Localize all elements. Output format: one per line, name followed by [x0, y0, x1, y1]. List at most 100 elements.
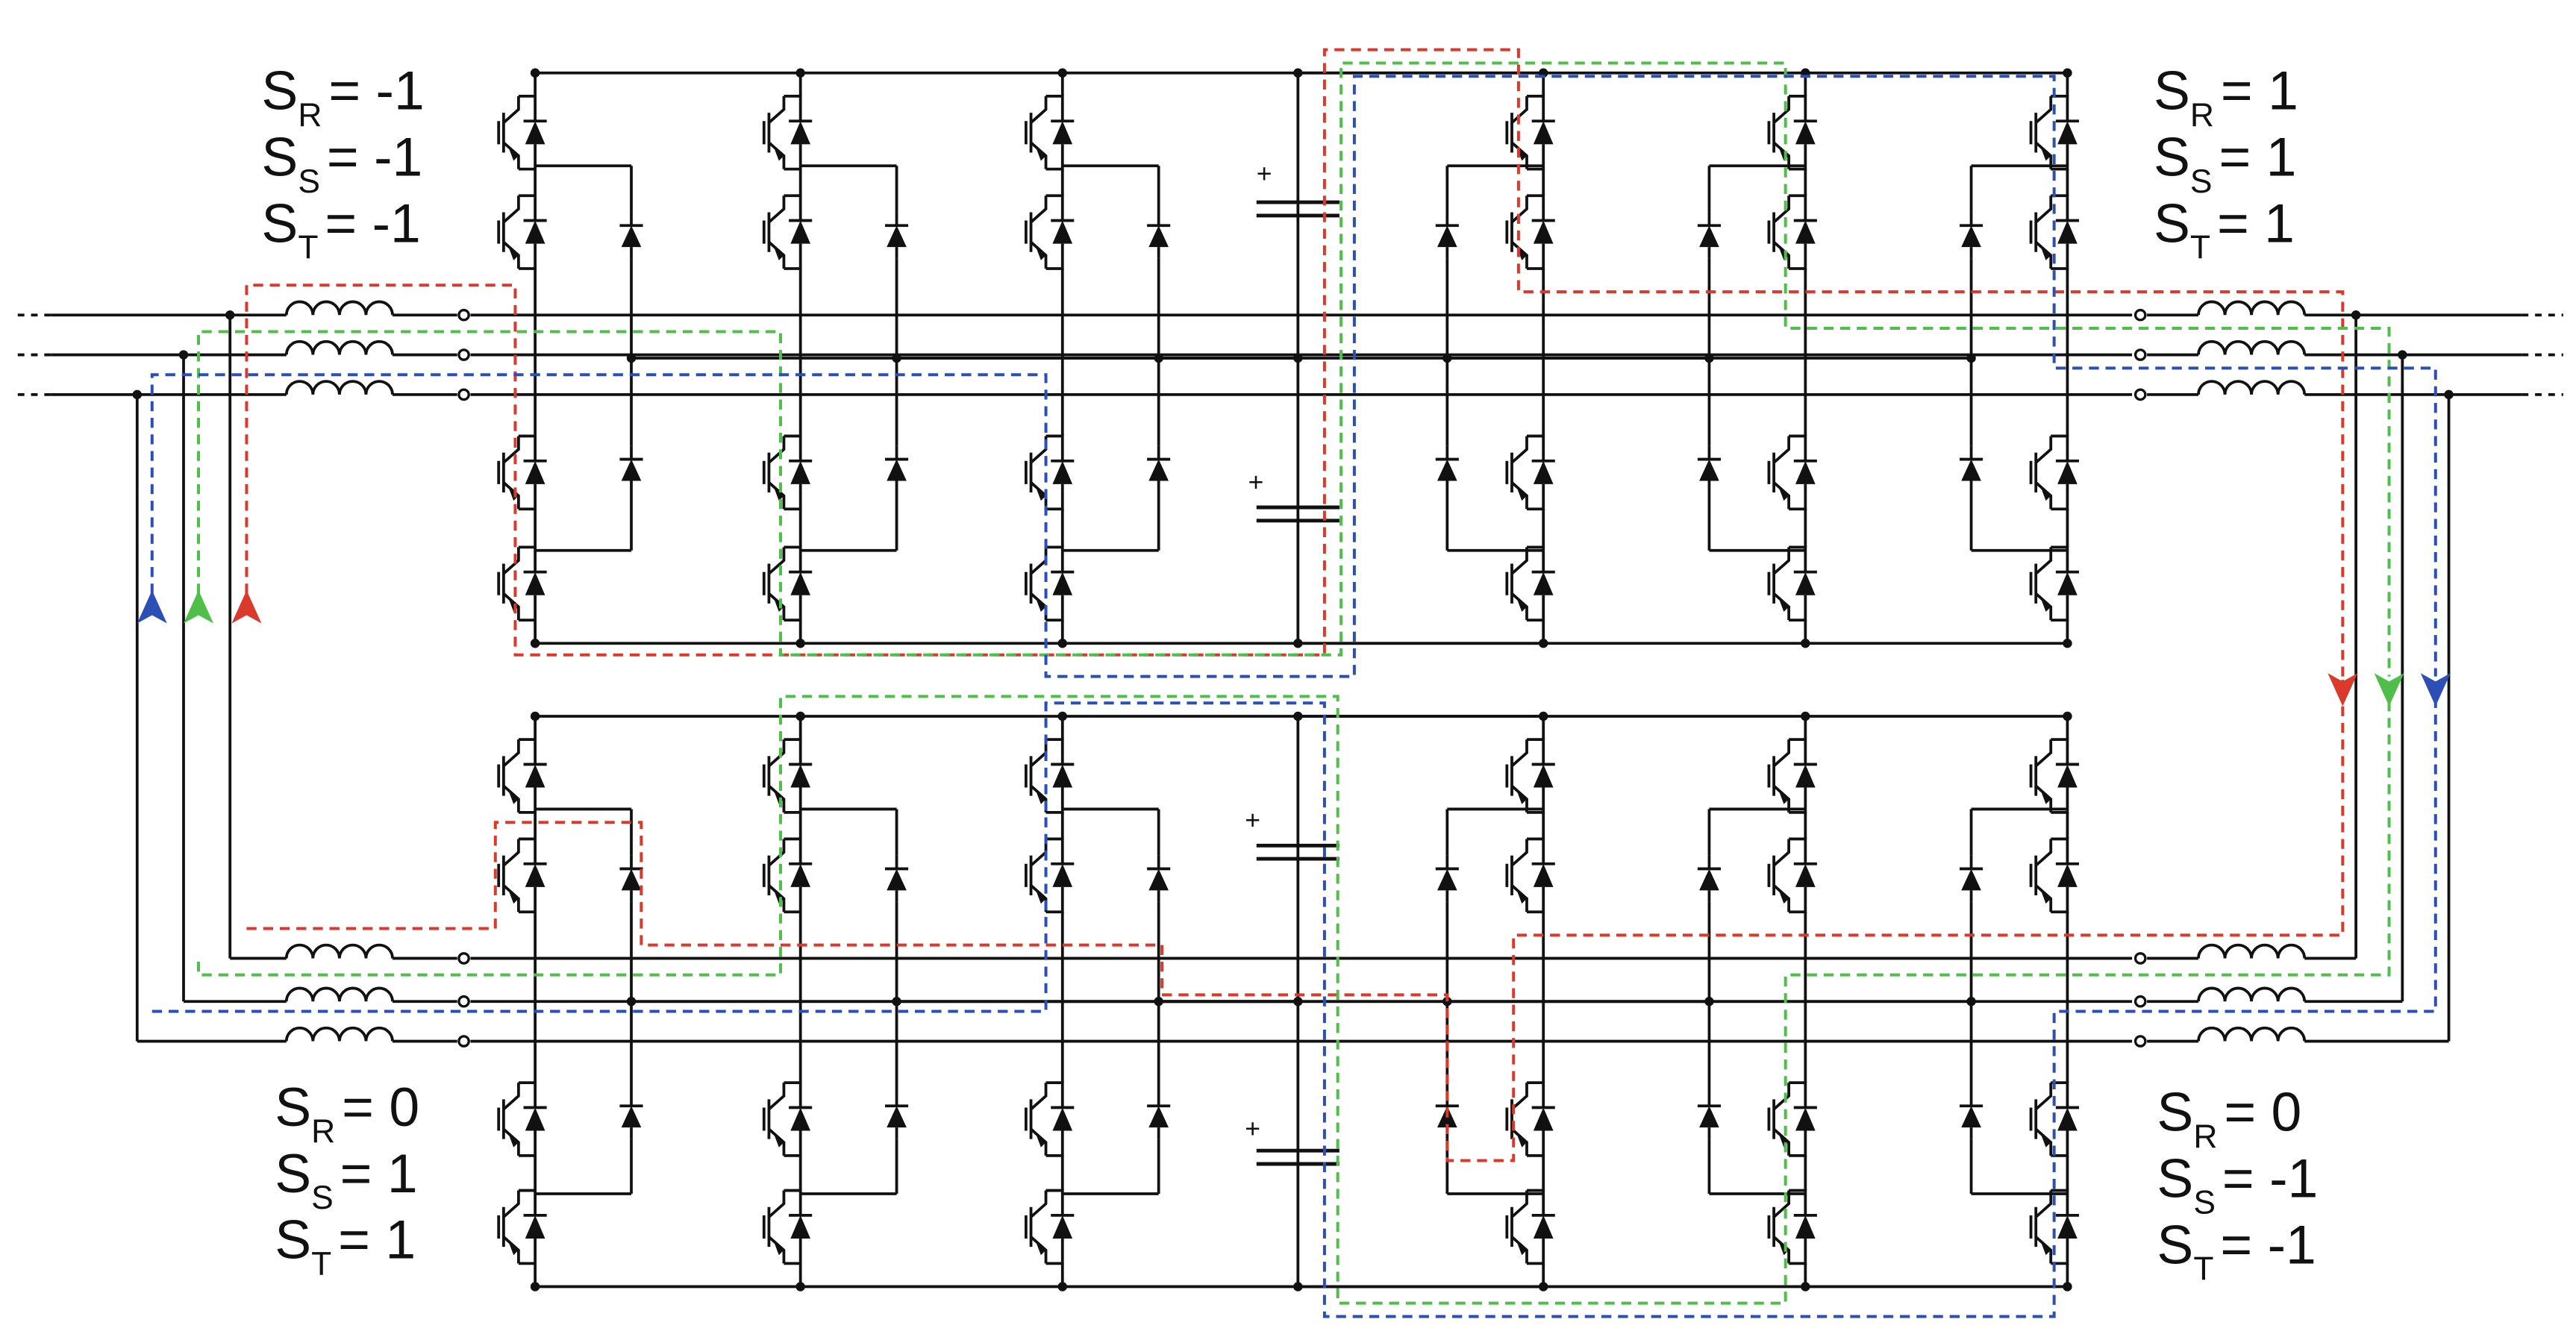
- junction-dot: [1966, 353, 1976, 363]
- junction-dot: [795, 639, 805, 648]
- junction-dot: [626, 353, 637, 363]
- arrow-icon: [184, 590, 213, 624]
- svg-text:SS= 1: SS= 1: [275, 1143, 417, 1216]
- switch-states-bottom-left: SR= 0 SS= 1 ST= 1: [275, 1077, 419, 1283]
- diode-icon: [618, 210, 645, 260]
- diode-icon: [1958, 854, 1984, 904]
- junction-dot: [530, 68, 540, 78]
- junction-dot: [892, 353, 901, 363]
- igbt-icon: [497, 545, 548, 622]
- svg-text:ST= 1: ST= 1: [2154, 192, 2295, 266]
- circuit-components: [132, 68, 2454, 1292]
- terminal-dot: [457, 1035, 470, 1048]
- arrow-icon: [2374, 673, 2404, 707]
- inductor-icon: [2197, 339, 2307, 357]
- igbt-icon: [762, 545, 814, 622]
- diode-icon: [1145, 210, 1172, 260]
- diode-icon: [618, 444, 645, 494]
- junction-dot: [1539, 1282, 1548, 1292]
- junction-dot: [1057, 68, 1067, 78]
- plus-sign: +: [1257, 158, 1272, 188]
- diode-icon: [884, 1091, 910, 1141]
- arrow-icon: [137, 590, 167, 624]
- junction-dot: [1057, 711, 1067, 721]
- inductor-icon: [284, 986, 394, 1004]
- igbt-icon: [762, 1081, 814, 1157]
- junction-dot: [2063, 68, 2072, 78]
- inductor-icon: [2197, 300, 2307, 317]
- diode-icon: [1145, 854, 1172, 904]
- diode-icon: [618, 854, 645, 904]
- junction-dot: [1704, 997, 1714, 1007]
- igbt-icon: [2029, 434, 2081, 511]
- svg-text:SS= -1: SS= -1: [261, 127, 422, 200]
- svg-text:SS= -1: SS= -1: [2157, 1148, 2318, 1221]
- igbt-icon: [497, 94, 548, 171]
- svg-text:SR= 0: SR= 0: [275, 1077, 419, 1150]
- switch-states-top-left: SR= -1 SS= -1 ST= -1: [261, 60, 424, 266]
- svg-text:ST= -1: ST= -1: [2157, 1214, 2316, 1287]
- igbt-icon: [497, 194, 548, 270]
- diode-icon: [618, 1091, 645, 1141]
- svg-text:ST= 1: ST= 1: [275, 1209, 416, 1283]
- igbt-icon: [2029, 738, 2081, 814]
- inductor-icon: [2197, 986, 2307, 1004]
- junction-dot: [1801, 711, 1810, 721]
- junction-dot: [892, 997, 901, 1007]
- diode-icon: [1696, 210, 1722, 260]
- junction-dot: [1539, 639, 1548, 648]
- igbt-icon: [1025, 94, 1076, 171]
- igbt-icon: [1767, 434, 1819, 511]
- plus-sign: +: [1248, 467, 1264, 497]
- diode-icon: [1145, 444, 1172, 494]
- igbt-icon: [1025, 738, 1076, 814]
- igbt-icon: [762, 1189, 814, 1265]
- junction-dot: [795, 711, 805, 721]
- diode-icon: [1958, 1091, 1984, 1141]
- igbt-icon: [1767, 1081, 1819, 1157]
- diode-icon: [1434, 210, 1460, 260]
- svg-text:SR= 1: SR= 1: [2154, 60, 2298, 134]
- plus-sign: +: [1245, 1113, 1260, 1143]
- junction-dot: [530, 711, 540, 721]
- igbt-icon: [1025, 194, 1076, 270]
- capacitor-plus-signs: + + + +: [1245, 158, 1272, 1143]
- igbt-icon: [1767, 94, 1819, 171]
- junction-dot: [1293, 68, 1303, 78]
- junction-dot: [1539, 711, 1548, 721]
- junction-dot: [1293, 997, 1303, 1007]
- igbt-icon: [1767, 545, 1819, 622]
- igbt-icon: [1025, 545, 1076, 622]
- diode-icon: [1434, 444, 1460, 494]
- junction-dot: [178, 350, 189, 360]
- direction-arrows: [137, 590, 2451, 707]
- igbt-icon: [1025, 837, 1076, 914]
- igbt-icon: [2029, 837, 2081, 914]
- inductor-icon: [2197, 380, 2307, 396]
- igbt-icon: [762, 194, 814, 270]
- igbt-icon: [762, 94, 814, 171]
- plus-sign: +: [1245, 805, 1260, 835]
- diode-icon: [1434, 854, 1460, 904]
- junction-dot: [1293, 353, 1303, 363]
- junction-dot: [626, 997, 637, 1007]
- igbt-icon: [1505, 545, 1557, 622]
- inductor-icon: [284, 943, 394, 960]
- junction-dot: [132, 389, 142, 400]
- junction-dot: [1057, 639, 1067, 648]
- svg-text:SR= -1: SR= -1: [261, 60, 424, 134]
- terminal-dot: [457, 348, 470, 361]
- junction-dot: [2398, 350, 2407, 360]
- igbt-icon: [497, 1189, 548, 1265]
- junction-dot: [530, 639, 540, 648]
- igbt-icon: [1505, 94, 1557, 171]
- junction-dot: [1966, 997, 1976, 1007]
- terminal-dot: [2133, 995, 2147, 1008]
- junction-dot: [225, 310, 235, 320]
- igbt-icon: [1505, 1189, 1557, 1265]
- junction-dot: [1154, 997, 1163, 1007]
- igbt-icon: [1025, 1081, 1076, 1157]
- svg-text:SS= 1: SS= 1: [2154, 127, 2296, 200]
- arrow-icon: [2420, 673, 2451, 707]
